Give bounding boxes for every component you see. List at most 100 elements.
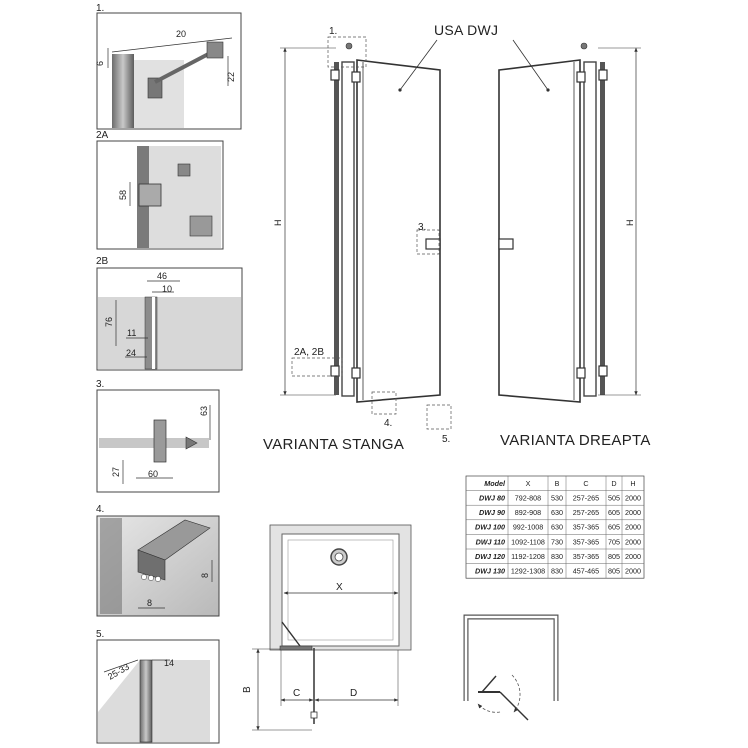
top-hinge-a-right <box>576 71 586 83</box>
plan-c-label: C <box>293 688 300 699</box>
detail-2b-dim-46: 46 <box>157 271 167 281</box>
table-cell: 630 <box>551 523 563 532</box>
plan-tray-inner <box>287 539 394 641</box>
bottom-hinge-a-left <box>330 365 340 377</box>
callout-3: 3. <box>418 222 426 233</box>
table-cell: 805 <box>608 567 620 576</box>
detail-2b-dim-76: 76 <box>104 317 114 327</box>
product-leader-right <box>512 39 549 91</box>
top-hinge-b-left <box>351 71 361 83</box>
table-cell: 2000 <box>625 494 641 503</box>
detail-2a-dim-58: 58 <box>118 190 128 200</box>
detail-2a-label: 2A <box>96 130 109 141</box>
table-cell: 1092-1108 <box>511 537 545 546</box>
plan-view: X B C D <box>242 524 412 731</box>
elevation-right: H VARIANTA DREAPTA <box>498 39 650 449</box>
detail-5-dim-14: 14 <box>164 658 174 668</box>
table-cell: 357-365 <box>573 552 599 561</box>
table-model-cell: DWJ 120 <box>475 552 505 561</box>
height-label-left: H <box>273 220 283 227</box>
bottom-hinge-b-right <box>598 365 608 377</box>
callout-box-1 <box>327 36 367 68</box>
table-cell: 2000 <box>625 552 641 561</box>
table-header-cell: H <box>630 479 635 488</box>
plan-handle <box>310 711 318 719</box>
detail-1-dim-6: 6 <box>95 61 105 66</box>
detail-2b-wall <box>98 297 241 369</box>
detail-1-label: 1. <box>96 3 104 14</box>
detail-4-drip-3 <box>155 576 161 582</box>
table-frame <box>465 475 645 579</box>
detail-4: 4. 8 8 <box>96 504 220 617</box>
detail-4-label: 4. <box>96 504 104 515</box>
swing-walls-outer <box>463 614 559 701</box>
detail-3: 3. 63 27 60 <box>96 379 220 493</box>
detail-2b-dim-24: 24 <box>126 348 136 358</box>
table-model-cell: DWJ 110 <box>476 537 505 546</box>
detail-3-dim-63: 63 <box>199 406 209 416</box>
swing-walls-inner <box>464 615 558 701</box>
table-cell: 605 <box>608 523 620 532</box>
product-leader-dot-left <box>398 88 402 92</box>
detail-2b-profile <box>144 296 158 370</box>
swing-arc-inward <box>511 674 521 713</box>
table-model-cell: DWJ 100 <box>475 523 505 532</box>
detail-1: 1. 20 6 22 <box>95 3 242 130</box>
table-cell: 2000 <box>625 567 641 576</box>
callout-5: 5. <box>442 434 450 445</box>
swing-diagram <box>463 614 559 721</box>
detail-2b-glass-slot <box>152 297 155 369</box>
table-cell: 705 <box>608 537 620 546</box>
table-cell: 530 <box>551 494 563 503</box>
table-model-cell: DWJ 80 <box>479 494 505 503</box>
table-cell: 830 <box>551 567 563 576</box>
table-header-cell: D <box>611 479 616 488</box>
detail-2b-label: 2B <box>96 256 109 267</box>
detail-4-drip-2 <box>148 575 154 581</box>
door-panel-left <box>356 59 441 403</box>
fixed-panel-right <box>583 61 597 397</box>
callout-box-5 <box>426 404 452 430</box>
detail-1-clamp <box>147 77 163 99</box>
product-label: USA DWJ <box>434 22 498 38</box>
detail-5-profile <box>139 659 153 743</box>
plan-door-swing-edge <box>281 621 301 647</box>
detail-1-dim-20: 20 <box>176 29 186 39</box>
table-cell: 992-1008 <box>513 523 543 532</box>
callout-2: 2A, 2B <box>294 347 324 358</box>
detail-3-handle <box>153 419 167 463</box>
swing-arc-outward <box>477 703 501 713</box>
detail-2b: 2B 46 10 76 11 24 <box>96 256 243 371</box>
table-header-cell: Model <box>484 479 506 488</box>
table-cell: 357-365 <box>573 537 599 546</box>
fixed-panel-left <box>341 61 355 397</box>
detail-5-label: 5. <box>96 629 104 640</box>
callout-1: 1. <box>329 26 337 37</box>
detail-3-dim-60: 60 <box>148 469 158 479</box>
top-hinge-a-left <box>330 69 340 81</box>
callout-box-2 <box>291 357 343 377</box>
plan-x-label: X <box>336 582 343 593</box>
swing-door-open <box>481 675 497 693</box>
table-cell: 630 <box>551 508 563 517</box>
table-model-cell: DWJ 130 <box>475 567 505 576</box>
detail-1-dim-22: 22 <box>226 72 236 82</box>
handle-right <box>498 238 514 250</box>
table-model-cell: DWJ 90 <box>479 508 505 517</box>
detail-4-seal-front <box>137 549 166 581</box>
table-cell: 892-908 <box>515 508 541 517</box>
plan-b-label: B <box>242 686 253 693</box>
product-leader-left <box>399 39 438 91</box>
detail-2a-clip <box>177 163 191 177</box>
table-cell: 457-465 <box>573 567 599 576</box>
table-cell: 605 <box>608 508 620 517</box>
table-cell: 1292-1308 <box>511 567 545 576</box>
product-leader-dot-right <box>546 88 550 92</box>
detail-4-profile <box>100 518 122 614</box>
detail-2b-dim-10: 10 <box>162 284 172 294</box>
detail-5-floor <box>98 660 210 742</box>
elevation-left: USA DWJ H 1. 3. 2A, 2B 4. 5. VARIANTA ST… <box>263 22 498 453</box>
callout-box-4 <box>371 391 397 415</box>
detail-2a: 2A 58 <box>96 130 224 250</box>
